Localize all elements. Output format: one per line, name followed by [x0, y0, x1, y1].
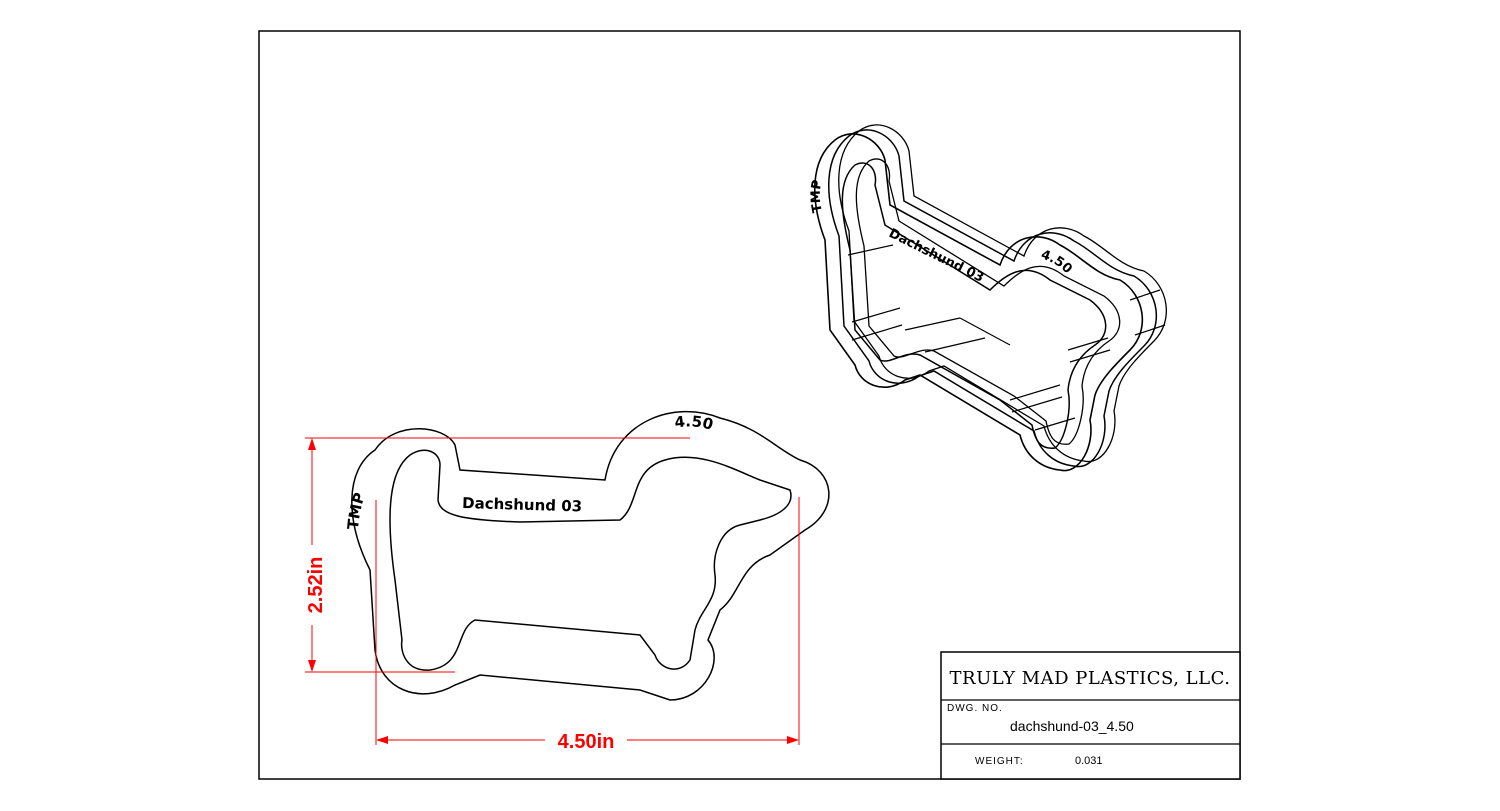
engraving-brand: TMP: [344, 490, 369, 530]
company-name: TRULY MAD PLASTICS, LLC.: [950, 668, 1231, 689]
iso-wall-lines: [847, 244, 1166, 431]
engraving-name: Dachshund 03: [462, 494, 583, 515]
outer-outline: [351, 410, 830, 701]
width-dimension: 4.50in: [558, 731, 615, 753]
top-view: TMP Dachshund 03 4.50: [344, 410, 830, 701]
inner-outline: [389, 449, 792, 671]
iso-engraving-brand: TMP: [809, 179, 826, 214]
dwg-no-value: dachshund-03_4.50: [1010, 718, 1134, 734]
sheet-border: [258, 30, 1241, 780]
height-dimension: 2.52in: [305, 557, 327, 614]
weight-value: 0.031: [1075, 755, 1103, 767]
title-block: TRULY MAD PLASTICS, LLC. DWG. NO. dachsh…: [940, 651, 1241, 780]
isometric-view: TMP Dachshund 03 4.50: [809, 124, 1167, 472]
dimension-arrows: [308, 438, 799, 744]
engraving-size: 4.50: [673, 412, 715, 433]
weight-label: WEIGHT:: [975, 756, 1024, 767]
dwg-no-label: DWG. NO.: [947, 703, 1003, 714]
dimension-lines: [305, 437, 800, 745]
